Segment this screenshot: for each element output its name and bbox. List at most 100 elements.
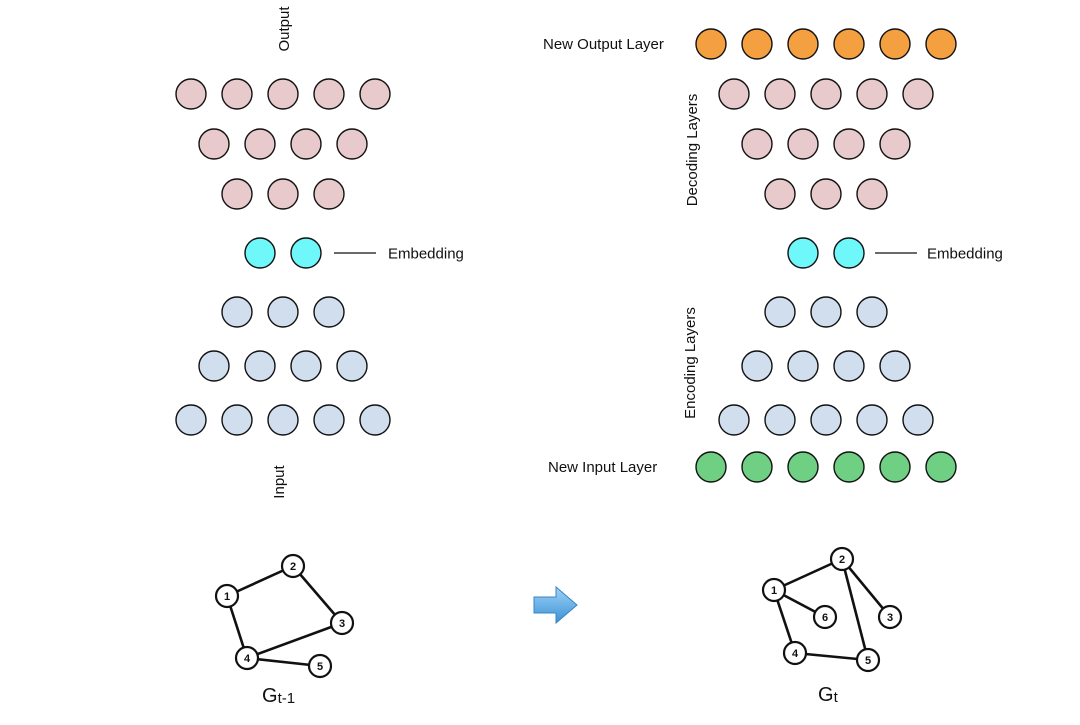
right-layers	[695, 28, 957, 483]
right-graph-edge	[794, 651, 869, 662]
left-encoder-neuron	[313, 296, 345, 328]
left-embedding-neuron	[290, 237, 322, 269]
new-input-layer-label: New Input Layer	[548, 459, 657, 476]
left-graph-edge	[246, 621, 343, 660]
left-encoder-neuron	[267, 296, 299, 328]
right-decoder-neuron	[833, 128, 865, 160]
right-encoder-neuron	[856, 296, 888, 328]
right-embedding-neuron	[787, 237, 819, 269]
left-decoder-neuron	[221, 78, 253, 110]
right-new-input-neuron	[741, 451, 773, 483]
right-new-input-neuron	[925, 451, 957, 483]
right-decoder-neuron	[764, 78, 796, 110]
right-decoder-neuron	[856, 178, 888, 210]
right-graph-edge	[840, 558, 870, 661]
left-encoder-neuron	[313, 404, 345, 436]
right-decoder-neuron	[810, 78, 842, 110]
right-network: New Output Layer Decoding Layers Embeddi…	[543, 28, 1003, 483]
left-decoder-neuron	[221, 178, 253, 210]
right-graph-node-label: 3	[887, 612, 893, 624]
left-encoder-neuron	[221, 296, 253, 328]
right-graph-node-label: 4	[792, 648, 799, 660]
left-decoder-neuron	[244, 128, 276, 160]
left-decoder-neuron	[313, 78, 345, 110]
left-encoder-neuron	[244, 350, 276, 382]
left-encoder-neuron	[175, 404, 207, 436]
left-graph-node-label: 1	[224, 591, 230, 603]
right-graph-node	[829, 546, 855, 572]
left-graph-node-label: 3	[339, 618, 345, 630]
right-decoder-neuron	[741, 128, 773, 160]
graph-t-minus-1-title: Gt-1	[262, 685, 295, 707]
left-graph-node	[307, 653, 333, 679]
right-encoder-neuron	[902, 404, 934, 436]
right-graph-node-label: 5	[865, 655, 871, 667]
right-encoder-neuron	[764, 296, 796, 328]
right-encoder-neuron	[718, 404, 750, 436]
right-decoder-neuron	[787, 128, 819, 160]
right-embedding-neuron	[833, 237, 865, 269]
left-graph-node-label: 5	[317, 661, 323, 673]
left-embedding-neuron	[244, 237, 276, 269]
right-graph-edge	[840, 558, 892, 618]
right-encoder-neuron	[833, 350, 865, 382]
right-decoder-neuron	[856, 78, 888, 110]
decoding-layers-label: Decoding Layers	[684, 94, 701, 207]
right-encoder-neuron	[810, 296, 842, 328]
right-new-input-neuron	[879, 451, 911, 483]
left-layers	[175, 78, 391, 436]
left-encoder-neuron	[290, 350, 322, 382]
right-decoder-neuron	[810, 178, 842, 210]
right-encoder-neuron	[856, 404, 888, 436]
left-embedding-label: Embedding	[388, 246, 464, 263]
right-decoder-neuron	[902, 78, 934, 110]
left-decoder-neuron	[290, 128, 322, 160]
left-decoder-neuron	[175, 78, 207, 110]
right-graph-node-label: 2	[839, 554, 845, 566]
encoding-layers-label: Encoding Layers	[682, 307, 699, 419]
right-encoder-neuron	[764, 404, 796, 436]
right-decoder-neuron	[764, 178, 796, 210]
left-graph-edge	[246, 656, 321, 668]
graph-t: 1 2 3 4 5 6 Gt	[761, 546, 903, 706]
left-decoder-neuron	[267, 78, 299, 110]
left-graph-elements: 1 2 3 4 5	[214, 553, 355, 679]
right-graph-node	[855, 647, 881, 673]
left-graph-node-label: 4	[244, 653, 251, 665]
right-encoder-neuron	[879, 350, 911, 382]
right-embedding-label: Embedding	[927, 246, 1003, 263]
graph-t-minus-1-title-sub: t-1	[278, 690, 296, 707]
left-encoder-neuron	[221, 404, 253, 436]
graph-t-minus-1: 1 2 3 4 5 Gt-1	[214, 553, 355, 707]
right-graph-node	[761, 577, 787, 603]
right-new-input-neuron	[787, 451, 819, 483]
left-graph-node	[234, 645, 260, 671]
left-graph-node	[329, 610, 355, 636]
graph-t-minus-1-title-main: G	[262, 685, 278, 707]
right-graph-node	[812, 604, 838, 630]
left-input-label: Input	[271, 464, 288, 498]
right-new-output-neuron	[695, 28, 727, 60]
left-decoder-neuron	[267, 178, 299, 210]
left-network: Output Embedding Input	[175, 6, 464, 499]
left-encoder-neuron	[198, 350, 230, 382]
left-decoder-neuron	[313, 178, 345, 210]
right-graph-node-label: 6	[822, 612, 828, 624]
left-output-label: Output	[276, 6, 293, 52]
left-graph-node	[214, 583, 240, 609]
right-encoder-neuron	[787, 350, 819, 382]
new-output-layer-label: New Output Layer	[543, 36, 664, 53]
left-decoder-neuron	[336, 128, 368, 160]
left-graph-node-label: 2	[290, 561, 296, 573]
right-new-output-neuron	[741, 28, 773, 60]
graph-t-title: Gt	[818, 684, 839, 706]
left-graph-node	[280, 553, 306, 579]
right-decoder-neuron	[879, 128, 911, 160]
graph-t-title-sub: t	[834, 689, 839, 706]
right-graph-node	[782, 640, 808, 666]
right-decoder-neuron	[718, 78, 750, 110]
right-graph-node-label: 1	[771, 585, 777, 597]
left-encoder-neuron	[336, 350, 368, 382]
